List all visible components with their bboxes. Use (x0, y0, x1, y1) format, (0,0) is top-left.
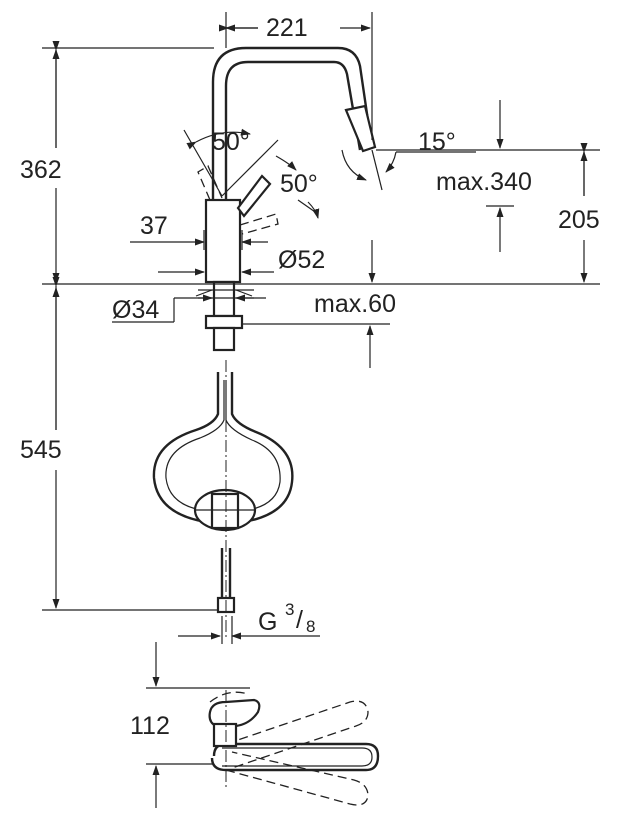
label-deck-thickness: max.60 (314, 290, 396, 318)
label-clearance: 205 (558, 206, 600, 234)
label-angle-tilt: 15° (418, 128, 456, 156)
label-angle-handle: 50° (280, 170, 318, 198)
label-plan-depth: 112 (130, 712, 170, 740)
lever-plan (208, 698, 261, 728)
spray-head (344, 104, 377, 153)
faucet-plan-view (146, 642, 380, 808)
label-hose-length: 545 (20, 436, 62, 464)
hose-assembly (152, 360, 294, 640)
label-body-diameter: Ø52 (278, 246, 325, 274)
label-thread-numerator: 3 (285, 600, 294, 619)
label-thread-denominator: 8 (306, 617, 315, 636)
faucet-side-view (195, 46, 377, 352)
label-handle-offset: 37 (140, 212, 168, 240)
dimension-labels: 221 362 50° 50° 15° max.340 205 37 Ø52 Ø… (20, 14, 600, 740)
label-angle-spout: 50° (212, 128, 250, 156)
spout (211, 46, 374, 200)
lever-handle (236, 174, 272, 218)
label-thread-prefix: G (258, 608, 277, 636)
label-thread-slash: / (296, 606, 303, 634)
label-max-height: max.340 (436, 168, 532, 196)
label-top-width: 221 (266, 14, 308, 42)
label-mount-diameter: Ø34 (112, 296, 159, 324)
faucet-body (204, 198, 242, 284)
dimension-lines (42, 12, 600, 644)
mounting-base (212, 280, 236, 318)
label-height-upper: 362 (20, 156, 62, 184)
